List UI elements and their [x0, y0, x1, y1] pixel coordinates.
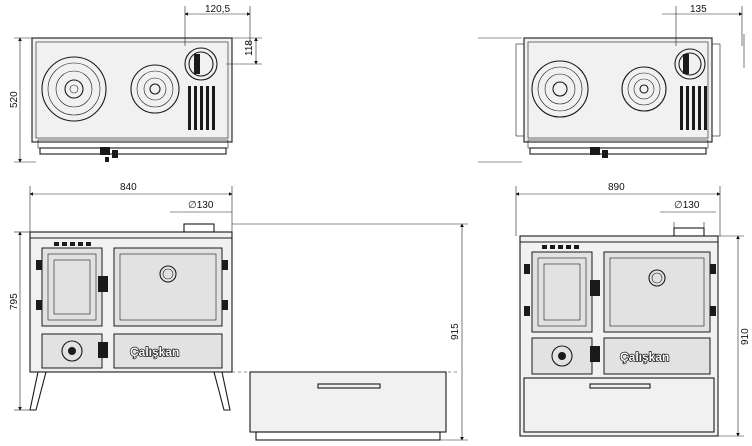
leg-left-front	[29, 371, 47, 411]
brand-logo-right: Çalışkan	[620, 350, 669, 364]
hotplate-large	[41, 56, 107, 122]
door-hinges-left	[36, 260, 228, 310]
firebox-door-right	[531, 251, 593, 333]
top-view-right: 135	[478, 4, 745, 163]
base-box: 915	[232, 223, 468, 441]
air-regulator-right	[551, 345, 573, 367]
dim-890-label: 890	[608, 182, 625, 193]
door-hinges-right	[524, 264, 716, 316]
hotplate-small	[130, 64, 180, 114]
thermometer-gauge-left	[159, 265, 177, 283]
dim-840-label: 840	[120, 182, 137, 193]
base-box-handle	[317, 383, 381, 389]
dim-120-5-label: 120,5	[205, 4, 230, 15]
air-regulator-left	[61, 340, 83, 362]
dim-520-label: 520	[9, 91, 20, 108]
flue-outlet-top-left	[184, 47, 218, 81]
base-box-body	[249, 371, 447, 433]
flue-diameter-label-left: ∅130	[188, 200, 214, 211]
brand-logo-left: Çalışkan	[130, 345, 179, 359]
dim-135-label: 135	[690, 4, 707, 15]
firebox-door-left	[41, 247, 103, 327]
control-knobs-left	[54, 242, 91, 246]
oven-door-right	[603, 251, 711, 333]
storage-drawer-right	[603, 337, 711, 375]
oven-door-left	[113, 247, 223, 327]
vent-slots-top-left	[188, 86, 215, 130]
front-view-left: 840 ∅130	[9, 182, 233, 411]
leg-right-front	[213, 371, 231, 411]
hotplate-large-right	[531, 60, 589, 118]
flue-diameter-label-right: ∅130	[674, 200, 700, 211]
thermometer-gauge-right	[648, 269, 666, 287]
front-view-right: 890 ∅130	[515, 182, 751, 437]
control-knobs-right	[542, 245, 579, 249]
dim-795-label: 795	[9, 293, 20, 310]
flue-outlet-top-right	[674, 48, 706, 80]
dim-910-label: 910	[740, 328, 751, 345]
bottom-drawer-right	[523, 377, 715, 433]
flue-pipe-left	[183, 223, 215, 233]
dim-915-label: 915	[450, 323, 461, 340]
bottom-drawer-handle-right	[589, 383, 651, 389]
dim-118-label: 118	[244, 40, 255, 56]
storage-drawer-left	[113, 333, 223, 369]
flue-pipe-right	[673, 227, 705, 237]
vent-slots-top-right	[680, 86, 707, 130]
top-view-left: 120,5 118 520	[9, 4, 262, 163]
top-view-right-plate	[523, 37, 713, 143]
hotplate-small-right	[621, 66, 667, 112]
